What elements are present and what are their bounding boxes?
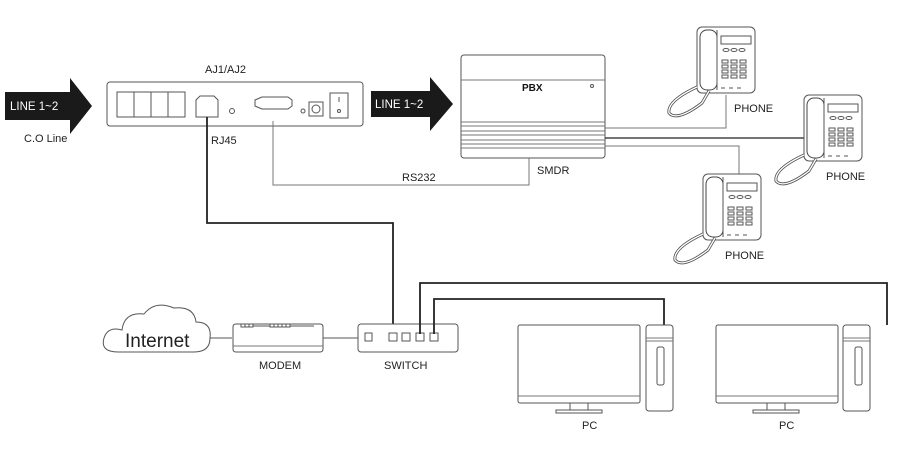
pbx-device: PBX <box>460 54 606 159</box>
pc2-cable <box>419 282 888 334</box>
rj45-label: RJ45 <box>211 135 237 147</box>
smdr-label: SMDR <box>537 165 569 177</box>
pc-1 <box>517 324 674 414</box>
power-switch <box>329 92 349 119</box>
internet-label: Internet <box>125 331 190 352</box>
modem-label: MODEM <box>259 360 301 372</box>
arrow-mid-label: LINE 1~2 <box>375 99 423 111</box>
recorder-device <box>106 81 364 127</box>
pbx-line-arrow: LINE 1~2 <box>371 77 453 131</box>
rj45-port <box>195 95 219 118</box>
phone-1-label: PHONE <box>734 103 773 115</box>
phone-line-1 <box>605 95 727 129</box>
switch-device <box>357 323 459 353</box>
switch-port-2 <box>401 332 411 342</box>
switch-port-3 <box>415 332 425 342</box>
pc1-cable <box>433 298 665 334</box>
co-line-arrow: LINE 1~2 <box>5 78 92 134</box>
recorder-label: AJ1/AJ2 <box>205 64 246 76</box>
internet-cloud: Internet <box>102 304 211 353</box>
switch-label: SWITCH <box>384 360 427 372</box>
pbx-label: PBX <box>522 83 543 94</box>
co-line-label: C.O Line <box>24 133 67 145</box>
modem-device <box>232 323 324 353</box>
switch-port-4 <box>429 332 439 342</box>
rs232-port <box>254 96 293 110</box>
pc-1-label: PC <box>582 420 597 432</box>
rs232-cable <box>272 121 530 186</box>
switch-port-1 <box>388 332 398 342</box>
phone-3-label: PHONE <box>725 250 764 262</box>
rs232-label: RS232 <box>402 172 436 184</box>
arrow-left-label: LINE 1~2 <box>10 101 58 113</box>
rj45-cable <box>206 117 394 330</box>
phone-2-label: PHONE <box>826 171 865 183</box>
pc-2 <box>715 324 871 414</box>
phone-line-3 <box>605 145 740 174</box>
pc-2-label: PC <box>779 420 794 432</box>
switch-uplink-port <box>364 332 373 342</box>
